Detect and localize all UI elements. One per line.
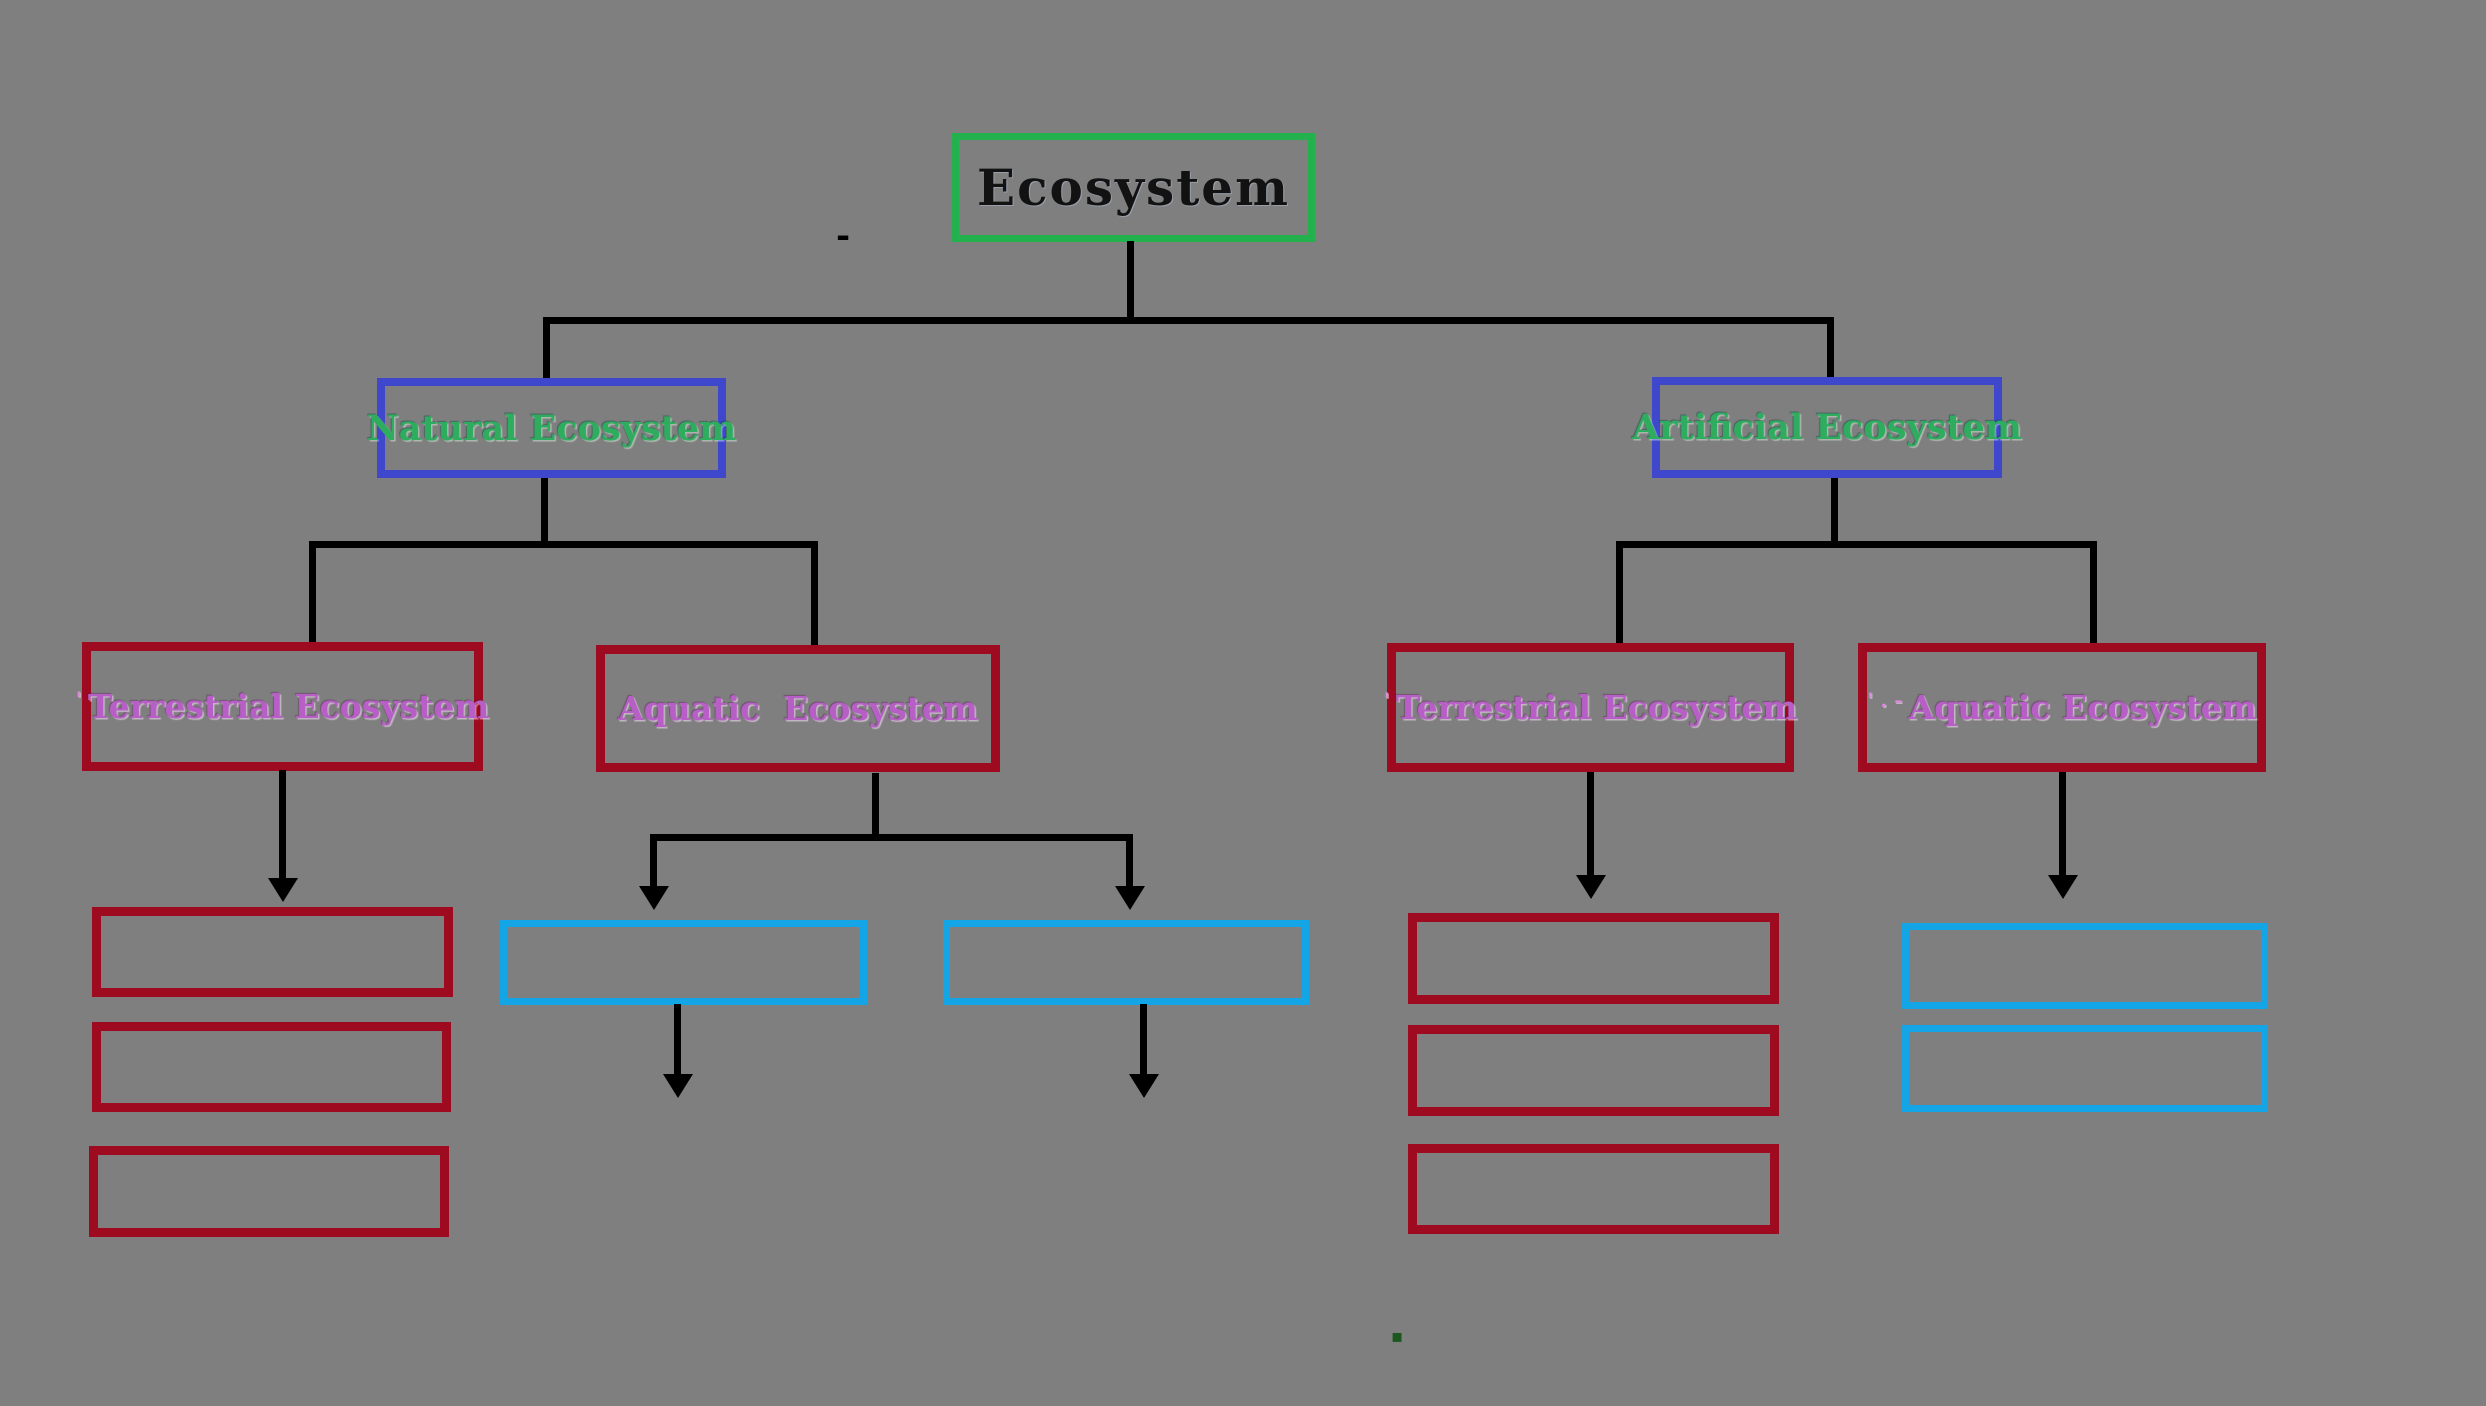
empty-box-cyan [500,920,867,1005]
connector-natural-stem [541,478,548,548]
arrow-aquatic-left-2-shaft [1126,834,1133,889]
connector-root-to-artificial [1827,317,1834,377]
empty-box-cyan [1902,923,2268,1009]
stray-dot-mark: ▪ [1391,1326,1404,1347]
aquatic-right-label: Aquatic Ecosystem [1908,688,2257,727]
node-natural-ecosystem: Natural Ecosystem [367,378,736,478]
empty-box-red [1408,1025,1779,1116]
arrow-aquatic-left-1-shaft [650,834,657,889]
arrow-leaf-left-2-shaft [1140,1004,1147,1076]
arrow-down-icon [1576,875,1606,899]
connector-artificial-horizontal [1616,541,2097,548]
connector-root-stem [1127,241,1134,318]
terrestrial-left-label: Terrestrial Ecosystem [87,687,490,726]
connector-artificial-to-terrestrial [1616,541,1623,643]
arrow-terrestrial-left-shaft [279,770,286,880]
connector-artificial-stem [1831,478,1838,548]
connector-root-horizontal [543,317,1834,324]
arrow-aquatic-right-shaft [2059,772,2066,877]
natural-ecosystem-label: Natural Ecosystem [366,407,737,449]
node-terrestrial-ecosystem-right: 'Terrestrial Ecosystem [1383,643,1798,772]
arrow-leaf-left-1-shaft [674,1004,681,1076]
stray-quote-mark: ' [75,687,82,711]
node-terrestrial-ecosystem-left: 'Terrestrial Ecosystem [76,642,489,771]
ecosystem-label: Ecosystem [976,158,1291,217]
connector-natural-to-aquatic [811,541,818,645]
arrow-terrestrial-right-shaft [1587,772,1594,877]
terrestrial-right-label: Terrestrial Ecosystem [1395,688,1798,727]
connector-natural-to-terrestrial [309,541,316,642]
node-ecosystem: Ecosystem [952,133,1315,242]
empty-box-red [92,1022,451,1112]
stray-quote-mark: ' [1383,688,1390,712]
arrow-down-icon [268,878,298,902]
connector-aquatic-left-horizontal [650,834,1133,841]
connector-aquatic-left-stem [872,773,879,841]
node-aquatic-ecosystem-left: Aquatic Ecosystem [596,645,1000,772]
connector-artificial-to-aquatic [2090,541,2097,643]
arrow-down-icon [1129,1074,1159,1098]
stray-dash-mark: - [836,216,851,256]
node-artificial-ecosystem: Artificial Ecosystem [1632,377,2022,478]
arrow-down-icon [2048,875,2078,899]
connector-root-to-natural [543,317,550,378]
empty-box-red [1408,913,1779,1004]
stray-pen-marks: ' . - [1867,688,1903,712]
connector-natural-horizontal [309,541,818,548]
arrow-down-icon [1115,886,1145,910]
empty-box-cyan [1902,1025,2268,1112]
arrow-down-icon [639,886,669,910]
empty-box-red [1408,1144,1779,1234]
arrow-down-icon [663,1074,693,1098]
aquatic-left-label: Aquatic Ecosystem [618,689,978,728]
node-aquatic-ecosystem-right: ' . -Aquatic Ecosystem [1858,643,2266,772]
empty-box-red [89,1146,449,1237]
artificial-ecosystem-label: Artificial Ecosystem [1632,407,2022,448]
empty-box-red [92,907,453,997]
empty-box-cyan [943,920,1309,1005]
